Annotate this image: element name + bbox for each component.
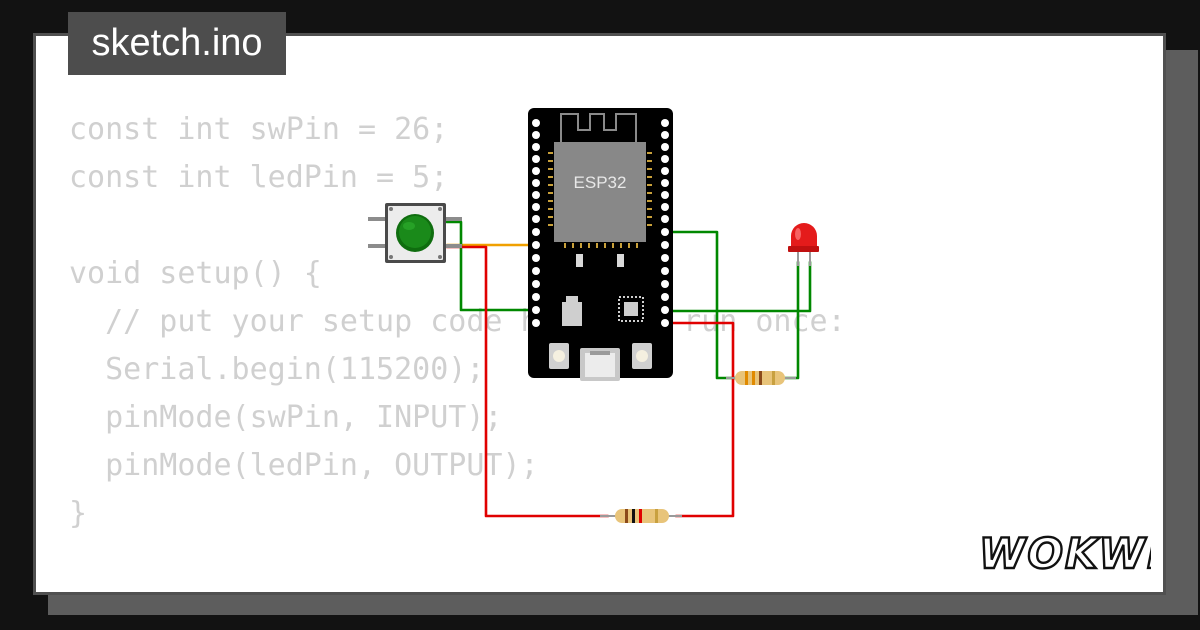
esp32-board[interactable]: ESP32 (528, 108, 673, 381)
module-pads (548, 152, 652, 248)
wokwi-logo: WOKWi (978, 528, 1151, 578)
code-line: pinMode(swPin, INPUT); (69, 400, 503, 435)
wire-gnd-led[interactable] (664, 260, 812, 313)
led[interactable] (788, 223, 819, 266)
code-line: Serial.begin(115200); (69, 352, 485, 387)
pushbutton[interactable] (368, 203, 462, 263)
code-line: } (69, 496, 88, 531)
usb-connector (580, 348, 620, 381)
antenna-trace (560, 113, 637, 142)
usb-chip (618, 296, 644, 322)
en-button[interactable] (549, 343, 569, 369)
wire-button-gnd[interactable] (445, 220, 534, 312)
resistor-led[interactable] (726, 371, 796, 385)
wire-3v3[interactable] (664, 321, 735, 518)
file-tab[interactable]: sketch.ino (68, 12, 286, 75)
wire-button-vcc[interactable] (445, 245, 610, 518)
wire-led-signal[interactable] (664, 230, 740, 380)
board-label: ESP32 (574, 173, 627, 192)
right-pins (661, 119, 669, 327)
esp32-module (554, 142, 646, 242)
logo-text: WOKWi (979, 529, 1151, 578)
wire-resistor-led[interactable] (783, 260, 800, 380)
resistor-button[interactable] (600, 509, 682, 523)
code-line: const int ledPin = 5; (69, 160, 449, 195)
code-line: const int swPin = 26; (69, 112, 449, 147)
code-line: void setup() { (69, 256, 322, 291)
left-pins (532, 119, 540, 327)
boot-button[interactable] (632, 343, 652, 369)
code-line: pinMode(ledPin, OUTPUT); (69, 448, 539, 483)
